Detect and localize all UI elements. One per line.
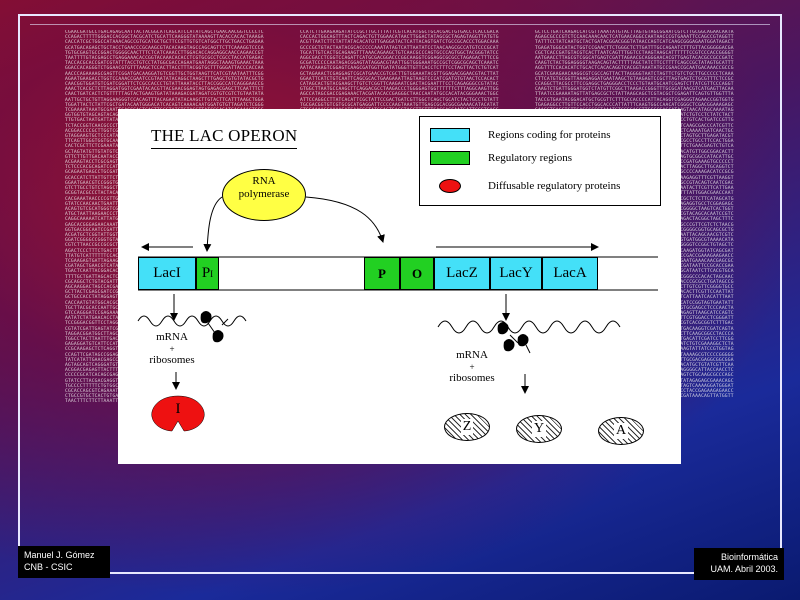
legend-item-diffusable: Diffusable regulatory proteins (430, 178, 620, 194)
laca-gene-label: LacA (553, 265, 587, 281)
rna-polymerase-line1: RNA (252, 175, 276, 187)
course-name: Bioinformática (720, 552, 778, 562)
o-operator: O (400, 257, 434, 290)
frame-bottom-line (18, 572, 782, 574)
legend-swatch-diffusable (439, 179, 461, 193)
pi-promoter-subscript: I (210, 268, 214, 279)
left-mrna-strand (137, 315, 247, 327)
laca-gene: LacA (542, 257, 598, 290)
repressor-protein-shape (151, 395, 205, 432)
pi-promoter-label: P (201, 265, 211, 281)
left-ribosome-2 (212, 330, 224, 343)
lacy-protein: Y (516, 415, 562, 443)
diagram-title: THE LAC OPERON (151, 126, 298, 149)
diagram-graphics (137, 196, 658, 432)
frame-left-line (18, 14, 20, 574)
course-credit: Bioinformática UAM. Abril 2003. (694, 548, 784, 580)
legend-item-coding: Regions coding for proteins (430, 127, 611, 143)
legend-label-diffusable: Diffusable regulatory proteins (488, 180, 621, 192)
legend-swatch-regulatory (430, 151, 470, 165)
right-polypeptide-2 (525, 344, 531, 354)
left-mrna-plus: + (169, 344, 175, 354)
legend-swatch-coding (430, 128, 470, 142)
right-ribosomes-text: ribosomes (449, 372, 495, 384)
lacz-protein: Z (444, 413, 490, 441)
p-promoter-label: P (378, 265, 386, 281)
right-mrna-plus: + (469, 362, 475, 372)
laci-gene: LacI (138, 257, 196, 290)
left-polypeptide-2 (221, 318, 229, 326)
author-name: Manuel J. Gómez (24, 550, 95, 560)
author-credit: Manuel J. Gómez CNB - CSIC (18, 546, 110, 578)
right-ribosome-1 (497, 322, 509, 335)
polymerase-to-p-arrow (305, 196, 385, 243)
frame-top-line (18, 14, 782, 16)
right-ribosome-3 (517, 334, 529, 347)
right-mrna-label: mRNA + ribosomes (432, 349, 512, 385)
frame-inner-line (30, 24, 770, 25)
left-mrna-text: mRNA (156, 331, 188, 343)
left-ribosome-1 (200, 311, 212, 324)
legend-label-regulatory: Regulatory regions (488, 152, 573, 164)
right-mrna-strand (437, 320, 621, 334)
rna-polymerase-line2: polymerase (238, 188, 290, 200)
right-mrna-text: mRNA (456, 349, 488, 361)
laci-gene-label: LacI (153, 265, 181, 281)
repressor-protein-label: I (175, 401, 181, 417)
lacy-protein-label: Y (531, 421, 547, 437)
laca-protein: A (598, 417, 644, 445)
polymerase-to-pi-arrow (203, 196, 223, 252)
lacy-gene-label: LacY (499, 265, 533, 281)
rna-polymerase: RNA polymerase (222, 169, 306, 221)
o-operator-label: O (411, 265, 423, 281)
frame-right-line (780, 14, 782, 574)
legend-item-regulatory: Regulatory regions (430, 150, 572, 166)
legend-box: Regions coding for proteins Regulatory r… (419, 116, 661, 206)
lacz-protein-label: Z (460, 419, 474, 435)
right-polypeptide-1 (509, 334, 519, 344)
lacz-gene-label: LacZ (446, 265, 478, 281)
course-date: UAM. Abril 2003. (710, 564, 778, 574)
lacy-gene: LacY (490, 257, 542, 290)
laca-protein-label: A (613, 423, 629, 439)
lacz-gene: LacZ (434, 257, 490, 290)
legend-label-coding: Regions coding for proteins (488, 129, 611, 141)
right-ribosome-2 (503, 339, 515, 352)
p-promoter: P (364, 257, 400, 290)
left-ribosomes-text: ribosomes (149, 354, 195, 366)
left-polypeptide-1 (207, 322, 216, 334)
left-mrna-label: mRNA + ribosomes (132, 331, 212, 367)
author-affiliation: CNB - CSIC (24, 562, 73, 572)
lac-operon-diagram: THE LAC OPERON Regions coding for protei… (118, 109, 681, 464)
